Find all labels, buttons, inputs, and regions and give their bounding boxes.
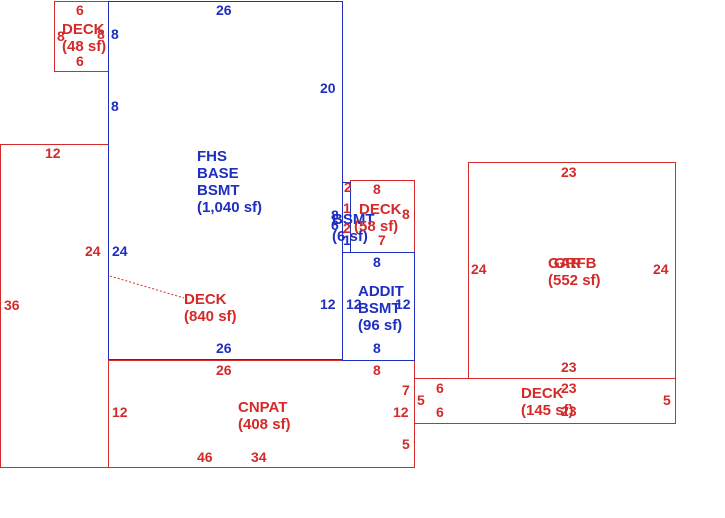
fhs-label-3: BSMT <box>197 182 240 199</box>
dim-deck-right-left: 5 <box>417 392 425 408</box>
dim-addit-top: 8 <box>373 254 381 270</box>
dim-addit-bottom: 8 <box>373 340 381 356</box>
dim-deck-right-step-bottom: 6 <box>436 404 444 420</box>
dim-deck-small-bottom: 7 <box>378 232 386 248</box>
dim-deck-top-top: 6 <box>76 2 84 18</box>
dim-fhs-bottom: 26 <box>216 340 232 356</box>
deck-main-area: (840 sf) <box>184 308 237 325</box>
fhs-label-2: BASE <box>197 165 239 182</box>
dim-deck-right-top: 23 <box>561 380 577 396</box>
dim-fhs-left-mid: 24 <box>112 243 128 259</box>
garage-name-2: GRFB <box>554 255 597 272</box>
cnpat-name: CNPAT <box>238 399 287 416</box>
dim-gar-right: 24 <box>653 261 669 277</box>
dim-fhs-right-lower: 12 <box>320 296 336 312</box>
deck-right-name: DECK <box>521 385 564 402</box>
dim-deck-right-right: 5 <box>663 392 671 408</box>
deck-leader-line <box>109 275 185 299</box>
dim-cnpat-left: 12 <box>112 404 128 420</box>
dim-gar-bottom: 23 <box>561 359 577 375</box>
deck-right-outline <box>414 378 676 424</box>
addit-label-2: BSMT <box>358 300 401 317</box>
deck-main-name: DECK <box>184 291 227 308</box>
deck-right-area: (145 sf) <box>521 402 574 419</box>
dim-addit-right: 12 <box>395 296 411 312</box>
deck-top-name: DECK <box>62 21 105 38</box>
dim-fhs-left-upper-a: 8 <box>111 26 119 42</box>
dim-bsmt-small-d: 2 <box>343 220 351 236</box>
deck-small-name: DECK <box>359 201 402 218</box>
dim-bsmt-small-c: 6 <box>331 217 339 233</box>
dim-bsmt-small-b: 8 <box>331 207 339 223</box>
deck-small-area: (58 sf) <box>354 218 398 235</box>
dim-gar-top: 23 <box>561 164 577 180</box>
dim-cnpat-right-lower: 5 <box>402 436 410 452</box>
addit-label-1: ADDIT <box>358 283 404 300</box>
dim-bsmt-small-top: 2 <box>344 179 352 195</box>
addit-bsmt-outline <box>342 252 415 361</box>
dim-fhs-left-upper: 8 <box>111 98 119 114</box>
dim-cnpat-right-mid: 12 <box>393 404 409 420</box>
dim-deck-main-left: 36 <box>4 297 20 313</box>
dim-deck-right-bottom: 23 <box>561 403 577 419</box>
dim-cnpat-top-right: 8 <box>373 362 381 378</box>
dim-fhs-top: 26 <box>216 2 232 18</box>
dim-deck-right-step-top: 6 <box>436 380 444 396</box>
dim-gar-left: 24 <box>471 261 487 277</box>
fhs-area: (1,040 sf) <box>197 199 262 216</box>
dim-bsmt-small-a: 1 <box>343 200 351 216</box>
bsmt-small-area: (6 sf) <box>332 228 368 245</box>
bsmt-small-name: BSMT <box>332 211 375 228</box>
dim-deck-top-left: 8 <box>57 28 65 44</box>
fhs-label-1: FHS <box>197 148 227 165</box>
garage-name-1: GAR <box>548 255 582 272</box>
dim-deck-small-right: 8 <box>402 206 410 222</box>
dim-deck-top-bottom: 6 <box>76 53 84 69</box>
cnpat-area: (408 sf) <box>238 416 291 433</box>
dim-cnpat-right-upper: 7 <box>402 382 410 398</box>
garage-area: (552 sf) <box>548 272 601 289</box>
dim-deck-top-right: 8 <box>97 26 105 42</box>
deck-top-area: (48 sf) <box>62 38 106 55</box>
dim-deck-main-mid: 24 <box>85 243 101 259</box>
dim-deck-small-top: 8 <box>373 181 381 197</box>
fhs-base-bsmt-outline <box>108 1 343 360</box>
dim-fhs-right-upper: 20 <box>320 80 336 96</box>
dim-deck-main-top: 12 <box>45 145 61 161</box>
addit-area: (96 sf) <box>358 317 402 334</box>
dim-addit-left: 12 <box>346 296 362 312</box>
dim-cnpat-bottom-b: 34 <box>251 449 267 465</box>
dim-cnpat-bottom-a: 46 <box>197 449 213 465</box>
dim-bsmt-small-e: 1 <box>343 232 351 248</box>
dim-cnpat-top: 26 <box>216 362 232 378</box>
